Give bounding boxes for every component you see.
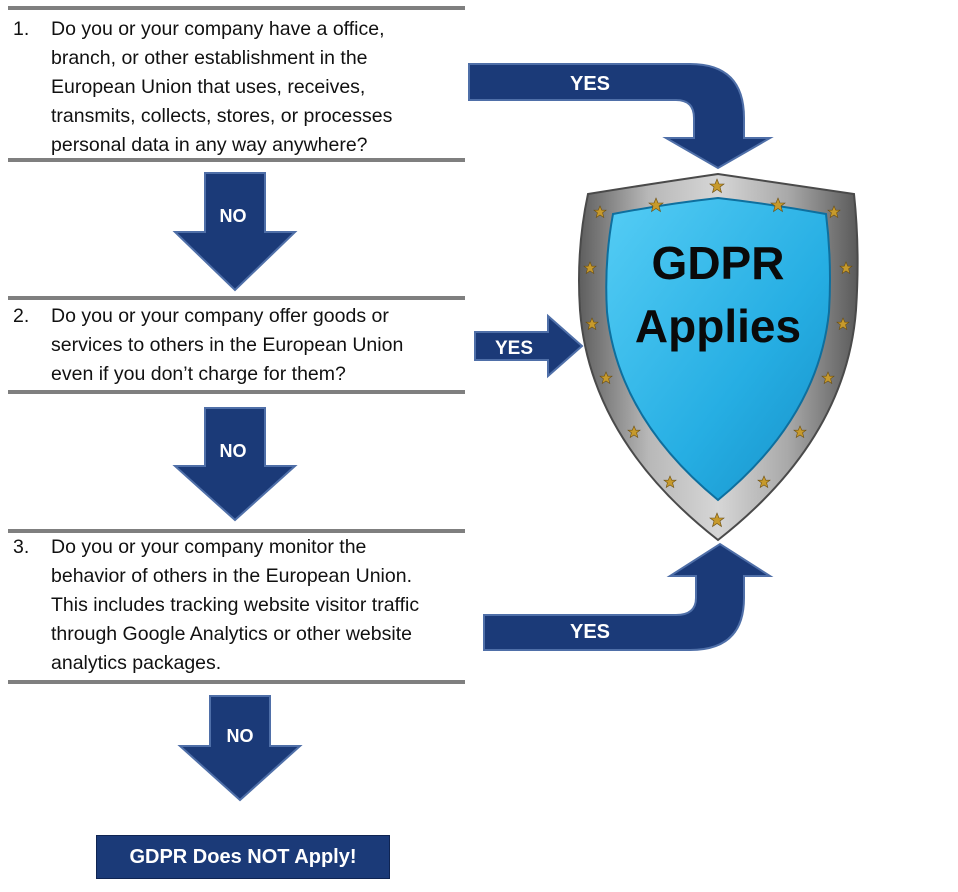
q3-top-rule: [8, 529, 465, 533]
question-3-text: Do you or your company monitor the behav…: [51, 536, 420, 674]
shield-stars: [583, 178, 853, 528]
question-3: 3. Do you or your company monitor the be…: [13, 533, 483, 678]
shield-title-line2: Applies: [635, 300, 801, 352]
q3-bottom-rule: [8, 680, 465, 684]
q2-top-rule: [8, 296, 465, 300]
question-2: 2. Do you or your company offer goods or…: [13, 302, 483, 389]
q1-bottom-rule: [8, 158, 465, 162]
yes-arrow-1-label: YES: [570, 73, 610, 95]
yes-arrow-3: YES: [483, 542, 774, 651]
q2-bottom-rule: [8, 390, 465, 394]
no-arrow-1: NO: [172, 172, 298, 292]
question-2-number: 2.: [13, 305, 30, 327]
q1-top-rule: [8, 6, 465, 10]
no-arrow-2: NO: [172, 407, 298, 522]
yes-arrow-2: YES: [474, 313, 584, 379]
no-arrow-3: NO: [177, 695, 303, 802]
yes-arrow-1: YES: [468, 63, 774, 170]
yes-arrow-2-label: YES: [495, 338, 533, 359]
question-1-number: 1.: [13, 18, 30, 40]
gdpr-shield: GDPR Applies: [578, 172, 859, 542]
gdpr-does-not-apply-box: GDPR Does NOT Apply!: [96, 835, 390, 879]
question-1-text: Do you or your company have a office, br…: [51, 18, 393, 156]
shield-title-line1: GDPR: [652, 237, 785, 289]
question-3-number: 3.: [13, 536, 30, 558]
question-2-text: Do you or your company offer goods or se…: [51, 305, 404, 385]
no-arrow-3-label: NO: [227, 726, 254, 746]
yes-arrow-3-label: YES: [570, 621, 610, 643]
question-1: 1. Do you or your company have a office,…: [13, 15, 483, 160]
no-arrow-2-label: NO: [220, 441, 247, 461]
no-arrow-1-label: NO: [220, 206, 247, 226]
